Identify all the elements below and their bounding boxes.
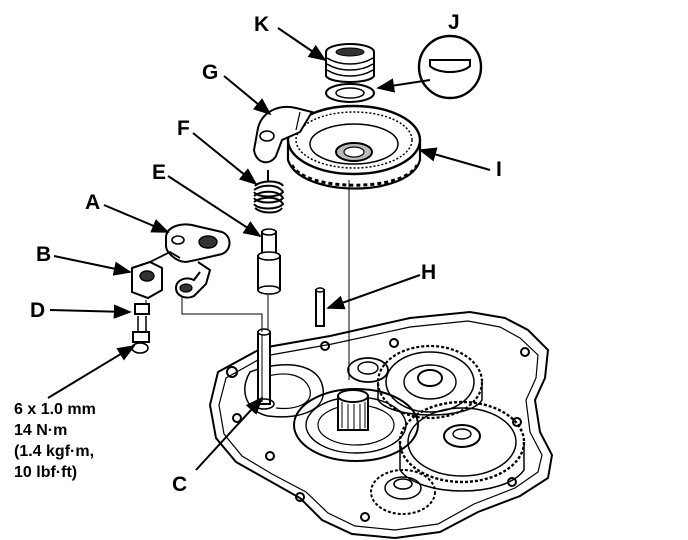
part-k-spring [325, 43, 375, 83]
label-i: I [496, 158, 502, 181]
assembly-guide-lines [145, 180, 350, 380]
leader-lines [47, 27, 491, 471]
label-g: G [202, 61, 219, 84]
label-b: B [36, 243, 52, 266]
part-h-dowel-pin [315, 287, 325, 327]
label-c: C [172, 473, 188, 496]
part-d-bolt [131, 303, 150, 354]
torque-spec-lbfft: 10 lbf·ft) [14, 464, 78, 481]
label-e: E [152, 161, 167, 184]
reverse-idler-gear [370, 469, 436, 515]
part-i-gear-drum [286, 104, 422, 190]
mainshaft-bearing [293, 388, 419, 462]
detail-j-callout [417, 34, 483, 100]
final-drive-gear [398, 400, 526, 492]
part-b-holder [131, 250, 181, 300]
torque-spec-kgfm: (1.4 kgf·m, [14, 443, 95, 460]
torque-spec-size: 6 x 1.0 mm [14, 401, 96, 418]
part-j-washer [325, 83, 375, 103]
label-f: F [177, 117, 190, 140]
label-a: A [85, 191, 101, 214]
transmission-housing [208, 310, 554, 540]
part-e-pin [257, 228, 281, 295]
label-h: H [421, 261, 437, 284]
part-f-spring [253, 170, 285, 214]
part-a-shift-lever [165, 223, 231, 299]
shift-shaft [253, 328, 275, 410]
torque-spec-nm: 14 N·m [14, 422, 68, 439]
label-k: K [254, 13, 270, 36]
label-d: D [30, 299, 46, 322]
idler-gear [347, 357, 389, 383]
label-j: J [448, 11, 460, 34]
torque-spec: 6 x 1.0 mm 14 N·m (1.4 kgf·m, 10 lbf·ft) [14, 399, 96, 483]
